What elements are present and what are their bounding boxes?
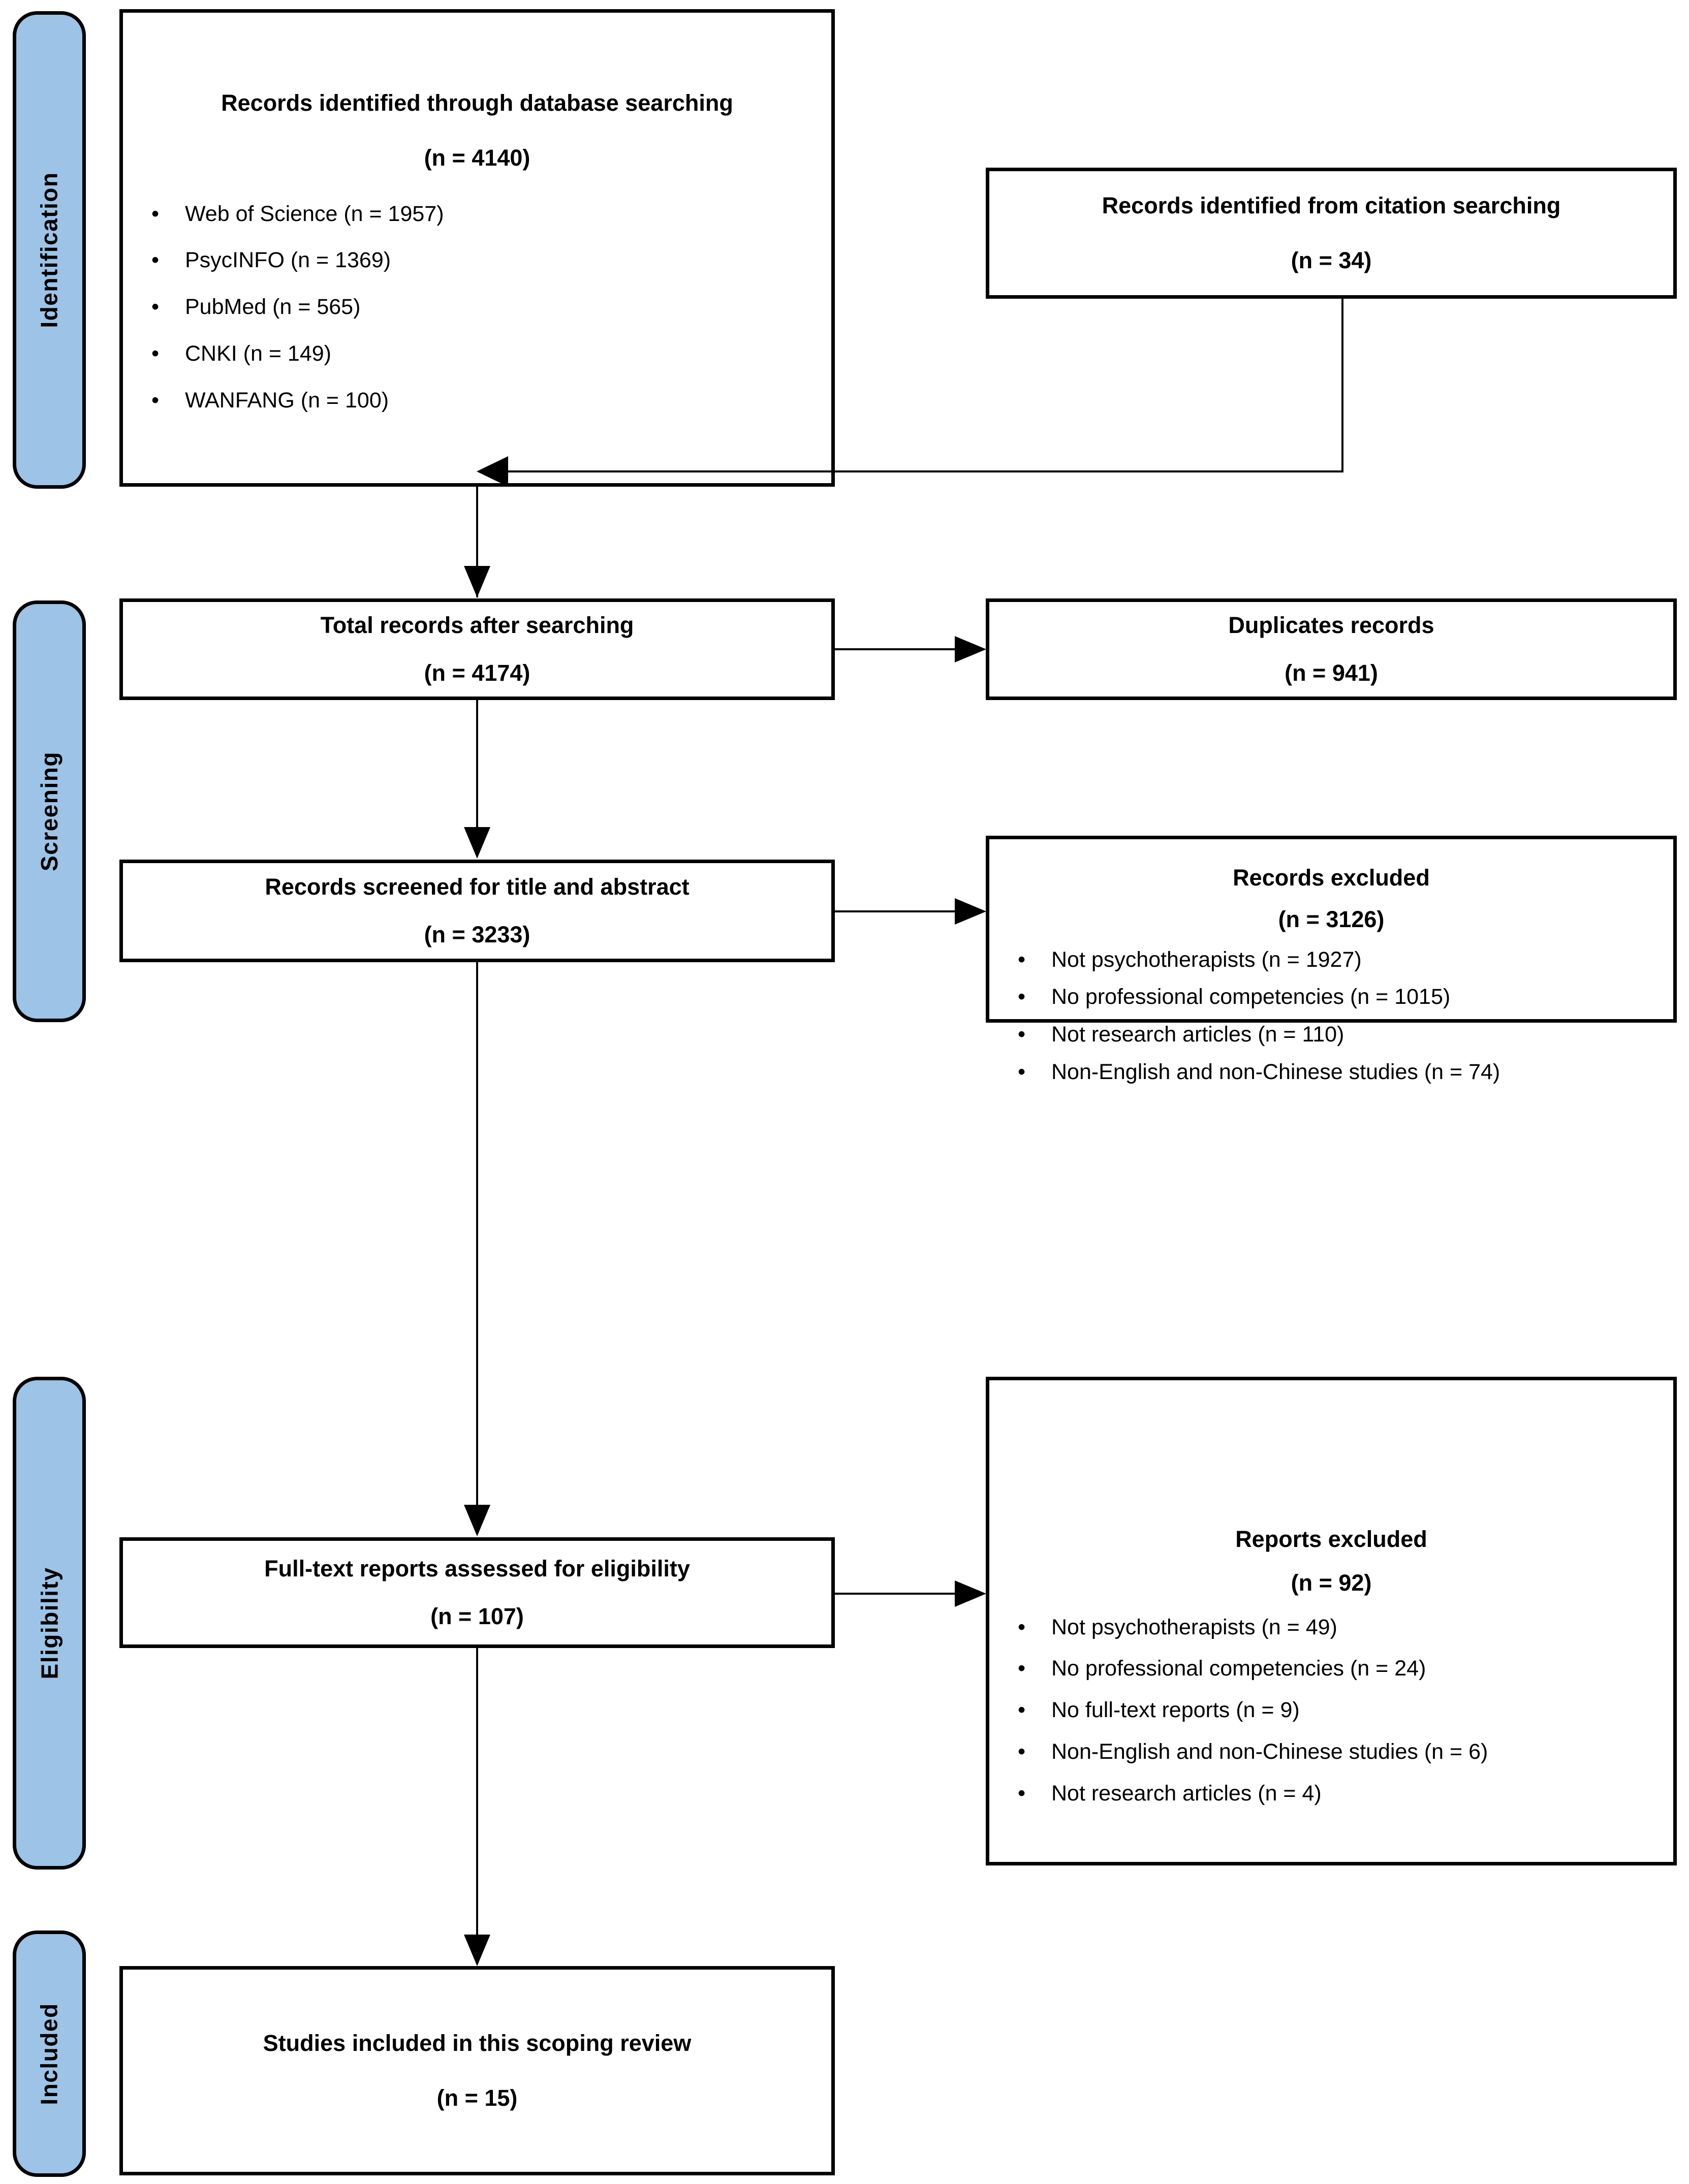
box-count-fulltext-assessed: (n = 107) [430, 1603, 524, 1629]
stage-label-identification: Identification [36, 172, 63, 328]
arrow-down-into-records-screened [464, 827, 490, 859]
list-item: • No professional competencies (n = 24) [1003, 1655, 1660, 1683]
box-reports-excluded: Reports excluded (n = 92) • Not psychoth… [986, 1377, 1677, 1865]
box-records-screened-title-abstract: Records screened for title and abstract … [119, 860, 835, 962]
box-title-citation-searching: Records identified from citation searchi… [1102, 192, 1561, 218]
box-total-records-after-searching: Total records after searching (n = 4174) [119, 598, 835, 700]
list-item-label: Web of Science (n = 1957) [185, 201, 444, 226]
connector-citation-left [508, 470, 1343, 472]
list-item: • Non-English and non-Chinese studies (n… [1003, 1059, 1660, 1086]
box-title-database-searching: Records identified through database sear… [221, 90, 733, 116]
stage-label-included: Included [36, 2002, 62, 2105]
box-count-total-records: (n = 4174) [424, 660, 530, 686]
box-count-studies-included: (n = 15) [436, 2085, 518, 2111]
box-count-database-searching: (n = 4140) [424, 145, 530, 171]
bullet-icon: • [1018, 1656, 1026, 1681]
bullet-icon: • [1018, 1781, 1026, 1806]
box-title-records-screened: Records screened for title and abstract [265, 873, 690, 900]
list-item: • No professional competencies (n = 1015… [1003, 984, 1660, 1011]
list-item: • CNKI (n = 149) [136, 340, 818, 368]
stage-pill-included: Included [13, 1930, 86, 2177]
list-item: • PubMed (n = 565) [136, 294, 818, 321]
list-item: • Not research articles (n = 4) [1003, 1780, 1660, 1808]
box-title-studies-included: Studies included in this scoping review [263, 2030, 692, 2056]
list-item-label: WANFANG (n = 100) [185, 388, 389, 413]
box-title-records-excluded: Records excluded [1233, 865, 1430, 891]
box-records-identified-database-searching: Records identified through database sear… [119, 9, 835, 487]
list-item-label: Not psychotherapists (n = 1927) [1051, 947, 1362, 972]
bullet-icon: • [1018, 1615, 1026, 1639]
list-item: • Not psychotherapists (n = 49) [1003, 1614, 1660, 1641]
box-studies-included-scoping-review: Studies included in this scoping review … [119, 1966, 835, 2175]
connector-screened-to-fulltext [476, 962, 478, 1508]
stage-pill-eligibility: Eligibility [13, 1377, 86, 1870]
list-item-label: Non-English and non-Chinese studies (n =… [1051, 1059, 1500, 1084]
box-title-reports-excluded: Reports excluded [1235, 1526, 1427, 1552]
box-count-records-excluded: (n = 3126) [1278, 906, 1385, 933]
arrow-down-into-studies-included [464, 1935, 490, 1966]
list-item-label: Not research articles (n = 110) [1051, 1022, 1344, 1047]
list-item-label: Non-English and non-Chinese studies (n =… [1051, 1739, 1488, 1764]
box-records-identified-citation-searching: Records identified from citation searchi… [986, 168, 1677, 299]
list-item: • WANFANG (n = 100) [136, 387, 818, 415]
bullet-icon: • [151, 201, 160, 226]
bullet-list-records-excluded: • Not psychotherapists (n = 1927) • No p… [1003, 946, 1660, 1086]
connector-fulltext-to-reports-excluded [835, 1593, 957, 1595]
arrow-right-into-records-excluded [955, 898, 986, 925]
bullet-icon: • [151, 248, 160, 273]
arrow-right-into-duplicates [955, 636, 986, 662]
bullet-icon: • [1018, 985, 1026, 1009]
list-item: • Not psychotherapists (n = 1927) [1003, 946, 1660, 974]
bullet-list-database-searching: • Web of Science (n = 1957) • PsycINFO (… [136, 201, 818, 415]
arrow-right-into-reports-excluded [955, 1580, 986, 1607]
list-item: • No full-text reports (n = 9) [1003, 1697, 1660, 1724]
arrow-down-into-total-records [464, 566, 490, 597]
box-fulltext-reports-assessed: Full-text reports assessed for eligibili… [119, 1537, 835, 1648]
list-item-label: CNKI (n = 149) [185, 341, 331, 366]
connector-citation-down [1341, 299, 1343, 471]
list-item-label: No professional competencies (n = 1015) [1051, 985, 1451, 1009]
box-title-total-records: Total records after searching [320, 612, 634, 638]
box-count-citation-searching: (n = 34) [1291, 247, 1372, 273]
connector-total-to-duplicates [835, 648, 957, 650]
bullet-icon: • [1018, 947, 1026, 972]
box-title-fulltext-assessed: Full-text reports assessed for eligibili… [264, 1555, 690, 1581]
bullet-icon: • [151, 341, 160, 366]
list-item-label: No professional competencies (n = 24) [1051, 1656, 1426, 1681]
bullet-icon: • [1018, 1022, 1026, 1047]
arrow-left-into-merge-junction [477, 456, 508, 487]
list-item: • Not research articles (n = 110) [1003, 1021, 1660, 1049]
bullet-list-reports-excluded: • Not psychotherapists (n = 49) • No pro… [1003, 1614, 1660, 1808]
connector-db-to-total-vertical [476, 487, 478, 597]
list-item-label: PubMed (n = 565) [185, 295, 361, 319]
arrow-down-into-fulltext-assessed [464, 1505, 490, 1536]
list-item-label: PsycINFO (n = 1369) [185, 248, 391, 273]
bullet-icon: • [151, 295, 160, 319]
bullet-icon: • [1018, 1739, 1026, 1764]
stage-pill-screening: Screening [13, 600, 86, 1022]
list-item-label: No full-text reports (n = 9) [1051, 1698, 1300, 1722]
connector-total-to-screened [476, 700, 478, 830]
bullet-icon: • [1018, 1059, 1026, 1084]
stage-label-screening: Screening [36, 751, 63, 871]
connector-screened-to-excluded [835, 910, 957, 912]
box-title-duplicates: Duplicates records [1228, 612, 1434, 638]
box-count-reports-excluded: (n = 92) [1291, 1570, 1372, 1596]
connector-fulltext-to-included [476, 1648, 478, 1938]
box-count-duplicates: (n = 941) [1285, 660, 1378, 686]
list-item: • PsycINFO (n = 1369) [136, 247, 818, 274]
list-item-label: Not psychotherapists (n = 49) [1051, 1615, 1337, 1639]
list-item: • Web of Science (n = 1957) [136, 201, 818, 228]
box-duplicates-records: Duplicates records (n = 941) [986, 598, 1677, 700]
bullet-icon: • [1018, 1698, 1026, 1722]
box-count-records-screened: (n = 3233) [424, 922, 530, 947]
list-item-label: Not research articles (n = 4) [1051, 1781, 1322, 1806]
list-item: • Non-English and non-Chinese studies (n… [1003, 1738, 1660, 1766]
box-records-excluded: Records excluded (n = 3126) • Not psycho… [986, 836, 1677, 1084]
bullet-icon: • [151, 388, 160, 413]
stage-label-eligibility: Eligibility [36, 1567, 62, 1680]
stage-pill-identification: Identification [13, 11, 86, 489]
